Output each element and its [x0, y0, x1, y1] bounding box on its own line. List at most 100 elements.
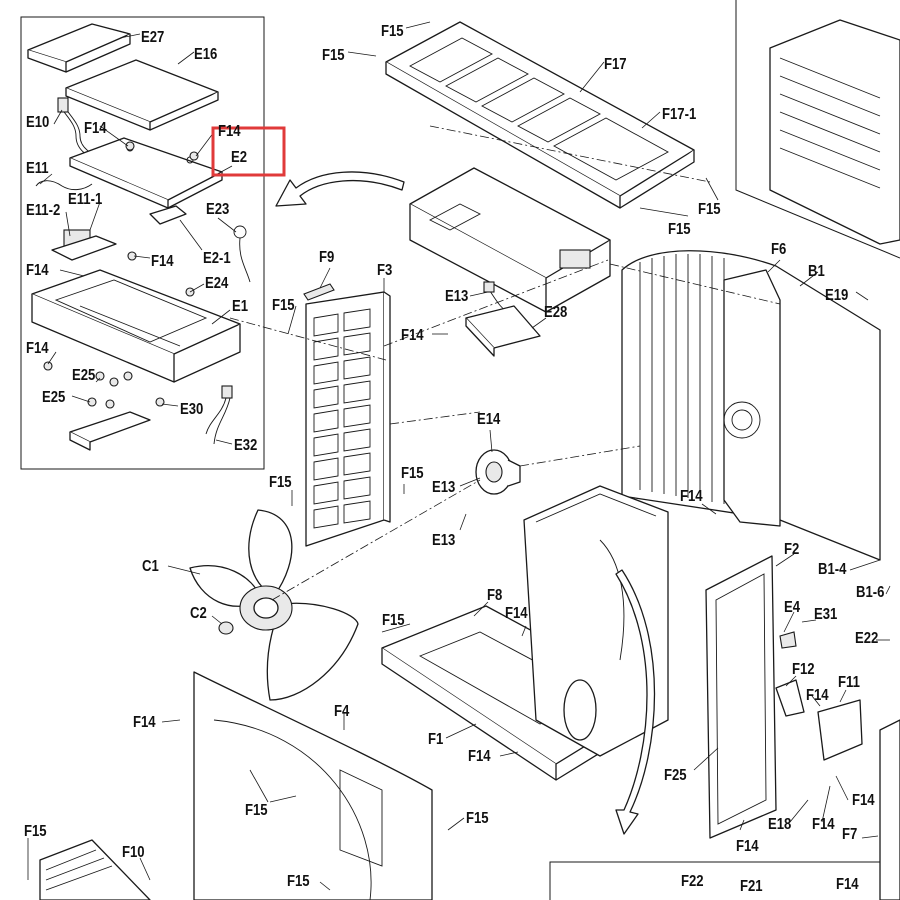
grille-f10 — [39, 839, 151, 900]
label-e19: E19 — [825, 287, 848, 304]
label-f14: F14 — [84, 120, 107, 137]
label-f14: F14 — [133, 714, 156, 731]
label-f11: F11 — [838, 674, 860, 691]
label-f15: F15 — [401, 465, 424, 482]
label-b1-6: B1-6 — [856, 584, 884, 601]
assembled-unit-view — [769, 19, 900, 245]
label-f14: F14 — [505, 605, 528, 622]
sensor-e23 — [233, 225, 251, 283]
bracket-e2-1 — [149, 205, 187, 225]
label-f14: F14 — [806, 687, 829, 704]
wire-e32 — [205, 385, 233, 445]
nut-c2 — [218, 621, 234, 635]
label-f10: F10 — [122, 844, 145, 861]
label-f25: F25 — [664, 767, 687, 784]
label-f4: F4 — [334, 703, 350, 720]
label-e2-1: E2-1 — [203, 250, 231, 267]
label-f14: F14 — [401, 327, 424, 344]
front-panel-f4 — [193, 671, 433, 900]
label-e24: E24 — [205, 275, 229, 292]
assembled-unit-inset-frame — [735, 0, 900, 259]
label-e18: E18 — [768, 816, 791, 833]
label-f14: F14 — [836, 876, 859, 893]
bracket-e28 — [465, 305, 541, 357]
terminal-block-e30 — [69, 411, 151, 451]
label-f15: F15 — [287, 873, 310, 890]
leader-lines — [27, 21, 891, 891]
label-f14: F14 — [680, 488, 703, 505]
grille-f3 — [305, 291, 391, 547]
right-panel-f7 — [879, 719, 900, 900]
reactor-e11-1 — [51, 229, 117, 261]
label-e22: E22 — [855, 630, 878, 647]
label-f15: F15 — [272, 297, 295, 314]
cover-e16 — [65, 59, 219, 131]
bracket-f9 — [303, 283, 335, 301]
label-e10: E10 — [26, 114, 49, 131]
label-f14: F14 — [151, 253, 174, 270]
bottom-reference-arrow-icon — [615, 569, 656, 835]
label-f15: F15 — [466, 810, 489, 827]
label-e25: E25 — [72, 367, 95, 384]
control-box — [409, 167, 611, 313]
part-labels: E27 E16 E10 F14 F14 E2 E11 E11-1 E11-2 E… — [24, 23, 884, 895]
label-e13: E13 — [432, 479, 455, 496]
assembly-lines — [229, 125, 781, 601]
partition-f8 — [523, 485, 669, 757]
label-f14: F14 — [468, 748, 491, 765]
bottom-inset-frame — [549, 861, 900, 900]
label-e25: E25 — [42, 389, 65, 406]
electrical-box-inset-frame — [20, 16, 265, 470]
label-f15: F15 — [698, 201, 721, 218]
label-e32: E32 — [234, 437, 257, 454]
label-e4: E4 — [784, 599, 801, 616]
label-f7: F7 — [842, 826, 857, 843]
bracket-f12 — [775, 679, 805, 717]
side-panel-f2 — [705, 555, 777, 839]
label-f14: F14 — [812, 816, 835, 833]
label-e1: E1 — [232, 298, 248, 315]
label-f14: F14 — [26, 262, 49, 279]
label-f15: F15 — [269, 474, 292, 491]
fan-motor-e14 — [475, 449, 521, 495]
label-f15: F15 — [668, 221, 691, 238]
label-f14: F14 — [736, 838, 759, 855]
label-f12: F12 — [792, 661, 815, 678]
label-f1: F1 — [428, 731, 443, 748]
label-f6: F6 — [771, 241, 786, 258]
reference-arrow-icon — [275, 171, 405, 207]
label-c1: C1 — [142, 558, 159, 575]
fan-blade-c1 — [189, 509, 359, 701]
label-e13: E13 — [432, 532, 455, 549]
label-b1-4: B1-4 — [818, 561, 847, 578]
label-b1: B1 — [808, 263, 825, 280]
label-f17: F17 — [604, 56, 627, 73]
cable-e11 — [35, 180, 93, 191]
top-panel-f17 — [385, 21, 695, 209]
label-e30: E30 — [180, 401, 203, 418]
label-f14: F14 — [852, 792, 875, 809]
label-f15: F15 — [382, 612, 405, 629]
label-e31: E31 — [814, 606, 837, 623]
label-f8: F8 — [487, 587, 502, 604]
label-f15: F15 — [245, 802, 268, 819]
label-e11-1: E11-1 — [68, 191, 102, 208]
label-e14: E14 — [477, 411, 501, 428]
label-e28: E28 — [544, 304, 567, 321]
label-f14: F14 — [26, 340, 49, 357]
label-e16: E16 — [194, 46, 217, 63]
label-f15: F15 — [381, 23, 404, 40]
highlight-box — [211, 126, 286, 177]
side-plate-f6 — [723, 269, 781, 527]
label-f3: F3 — [377, 262, 392, 279]
label-f17-1: F17-1 — [662, 106, 696, 123]
box-base-e1 — [31, 269, 241, 383]
label-f9: F9 — [319, 249, 334, 266]
label-f15: F15 — [24, 823, 47, 840]
label-f15: F15 — [322, 47, 345, 64]
label-f2: F2 — [784, 541, 799, 558]
cover-e27 — [27, 23, 131, 73]
label-e13: E13 — [445, 288, 468, 305]
label-f21: F21 — [740, 878, 763, 895]
fitting-e4 — [779, 631, 797, 649]
